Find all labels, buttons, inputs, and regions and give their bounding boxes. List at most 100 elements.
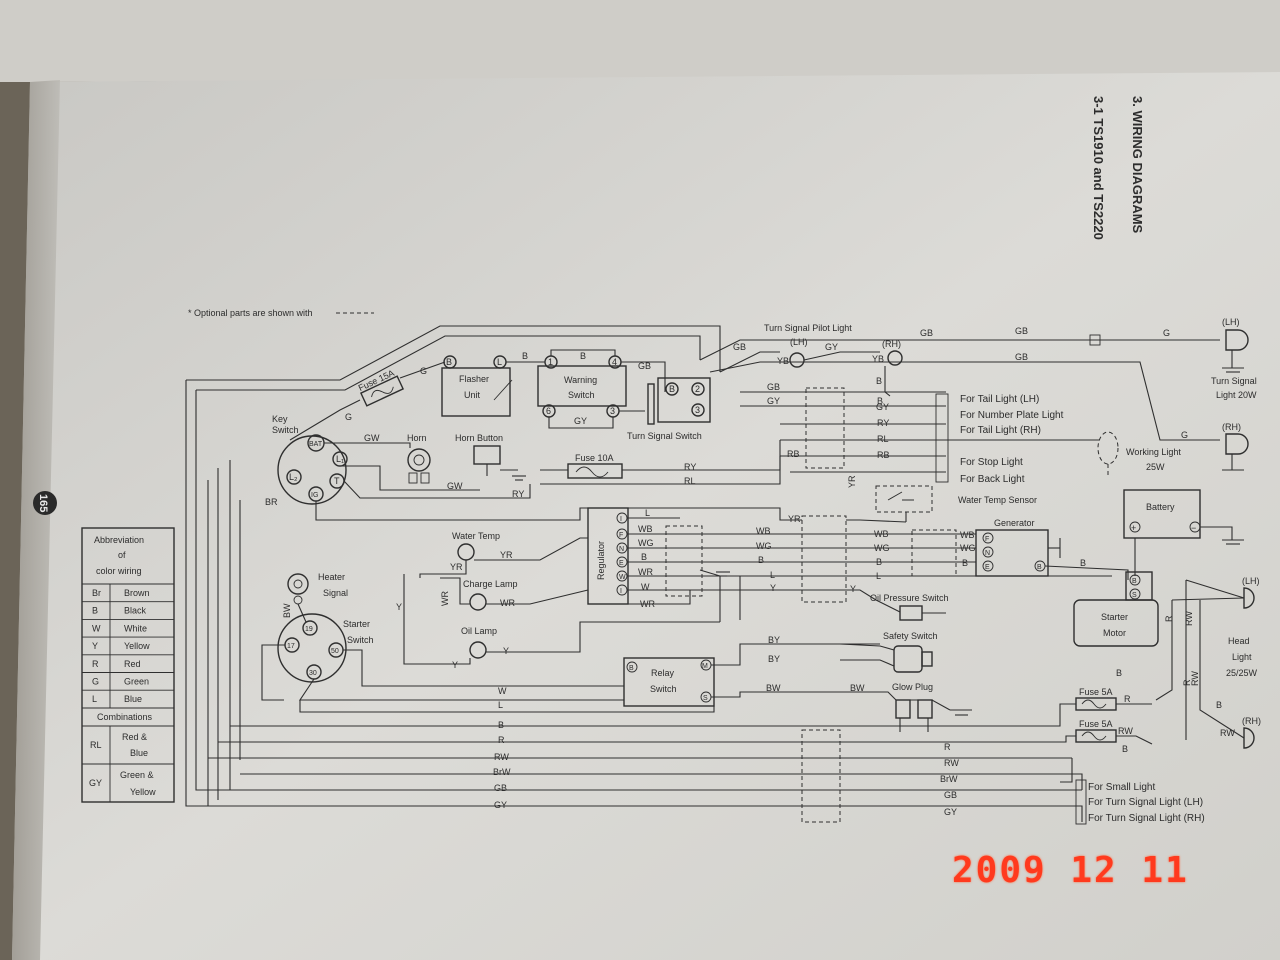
svg-text:Y: Y — [503, 646, 509, 656]
svg-text:GB: GB — [920, 328, 933, 338]
svg-text:Y: Y — [850, 584, 856, 594]
svg-text:YB: YB — [872, 354, 884, 364]
svg-text:Starter: Starter — [343, 619, 370, 629]
water-temp-sensor: Water Temp Sensor YR — [847, 475, 1037, 522]
svg-text:Black: Black — [124, 606, 147, 616]
label-tail-lh: For Tail Light (LH) — [960, 394, 1039, 405]
svg-text:(RH): (RH) — [1222, 422, 1241, 432]
svg-text:R: R — [1182, 679, 1192, 686]
svg-text:Y: Y — [396, 602, 402, 612]
svg-text:I: I — [620, 588, 622, 595]
svg-text:B: B — [498, 720, 504, 730]
flasher-unit: Flasher Unit B L — [441, 355, 513, 417]
svg-text:+: + — [1131, 523, 1136, 533]
svg-text:RB: RB — [877, 450, 890, 460]
svg-text:Oil Lamp: Oil Lamp — [461, 626, 497, 636]
svg-text:GB: GB — [494, 783, 507, 793]
svg-text:B: B — [758, 555, 764, 565]
svg-text:RW: RW — [1190, 671, 1200, 686]
label-small-light: For Small Light — [1088, 782, 1155, 793]
charge-lamp: Charge Lamp WR WR — [440, 577, 589, 611]
svg-text:YR: YR — [450, 562, 463, 572]
svg-text:RY: RY — [512, 489, 524, 499]
svg-text:3: 3 — [695, 405, 700, 415]
svg-text:BW: BW — [850, 683, 865, 693]
bottom-wire-bundle: B R R RW RW BrW BrW GB GB GY GY For Smal… — [208, 703, 1205, 825]
svg-text:Turn Signal: Turn Signal — [1211, 376, 1257, 386]
svg-text:GB: GB — [1015, 352, 1028, 362]
svg-text:E: E — [985, 564, 990, 571]
svg-text:L: L — [498, 700, 503, 710]
svg-text:B: B — [962, 558, 968, 568]
svg-text:F: F — [985, 536, 989, 543]
label-back-light: For Back Light — [960, 474, 1025, 485]
svg-text:Brown: Brown — [124, 588, 150, 598]
svg-text:−: − — [1191, 523, 1196, 533]
svg-text:YR: YR — [500, 550, 513, 560]
svg-text:GB: GB — [733, 342, 746, 352]
svg-text:Br: Br — [92, 588, 101, 598]
svg-text:E: E — [619, 560, 624, 567]
svg-text:Turn Signal Switch: Turn Signal Switch — [627, 431, 702, 441]
wire-top-frame — [186, 325, 721, 381]
svg-text:Head: Head — [1228, 636, 1250, 646]
svg-text:(RH): (RH) — [882, 339, 901, 349]
svg-text:L: L — [770, 570, 775, 580]
oil-pressure-switch: Oil Pressure Switch — [870, 593, 949, 621]
svg-text:Unit: Unit — [464, 390, 481, 400]
svg-text:GB: GB — [638, 361, 651, 371]
svg-text:25W: 25W — [1146, 462, 1165, 472]
fuse-5a-1: Fuse 5A R — [1075, 687, 1152, 711]
svg-text:Generator: Generator — [994, 518, 1035, 528]
svg-text:B: B — [641, 552, 647, 562]
svg-text:R: R — [944, 742, 951, 752]
svg-text:R: R — [92, 659, 99, 669]
legend-row-brown: Br Brown — [82, 584, 174, 603]
connector-block-top: GB GY B GY RY RL RB RB For Tail Light (L… — [740, 382, 1100, 485]
section-subheading: 3-1 TS1910 and TS2220 — [1091, 96, 1106, 240]
generator: Generator F N E B WB WG B B — [911, 518, 1129, 580]
svg-text:G: G — [1163, 328, 1170, 338]
svg-text:RW: RW — [494, 752, 509, 762]
svg-text:R: R — [1124, 694, 1131, 704]
battery: Battery + − — [1123, 489, 1244, 576]
svg-text:BrW: BrW — [940, 774, 958, 784]
svg-text:B: B — [1132, 578, 1137, 585]
svg-text:B: B — [669, 384, 675, 394]
svg-text:50: 50 — [331, 648, 339, 655]
svg-text:GY: GY — [494, 800, 507, 810]
starter-switch: Starter Switch 19 17 50 30 — [261, 613, 624, 701]
svg-text:color wiring: color wiring — [96, 566, 142, 576]
svg-text:W: W — [498, 686, 507, 696]
svg-text:G: G — [420, 366, 427, 376]
optional-parts-note: * Optional parts are shown with — [188, 308, 313, 318]
svg-text:Light 20W: Light 20W — [1216, 390, 1257, 400]
svg-text:Water Temp: Water Temp — [452, 531, 500, 541]
section-heading: 3. WIRING DIAGRAMS — [1130, 96, 1145, 234]
camera-date-stamp: 2009 12 11 — [952, 850, 1189, 891]
svg-text:(RH): (RH) — [1242, 716, 1261, 726]
svg-text:Oil Pressure Switch: Oil Pressure Switch — [870, 593, 949, 603]
svg-text:Switch: Switch — [650, 684, 677, 694]
svg-text:Y: Y — [770, 583, 776, 593]
safety-switch: Safety Switch BY BY — [768, 631, 938, 673]
page-number-badge: 165 — [33, 491, 57, 515]
svg-text:WB: WB — [638, 524, 653, 534]
svg-text:Horn Button: Horn Button — [455, 433, 503, 443]
svg-text:GB: GB — [1015, 326, 1028, 336]
label-number-plate: For Number Plate Light — [960, 410, 1064, 421]
svg-text:W: W — [92, 623, 101, 633]
fuse-10a: Fuse 10A RY RL — [540, 440, 781, 486]
warning-switch: Warning Switch 1 4 6 3 B B GY GB — [506, 349, 666, 429]
svg-text:L₂: L₂ — [289, 472, 298, 482]
legend-combo-rl: RL Red & Blue — [90, 732, 148, 758]
svg-text:S: S — [1132, 592, 1137, 599]
svg-text:25/25W: 25/25W — [1226, 668, 1258, 678]
svg-text:L: L — [645, 508, 650, 518]
svg-text:Y: Y — [452, 660, 458, 670]
svg-text:B: B — [1116, 668, 1122, 678]
water-temp-lamp: Water Temp YR YR — [419, 531, 588, 578]
svg-text:IG: IG — [311, 492, 318, 499]
